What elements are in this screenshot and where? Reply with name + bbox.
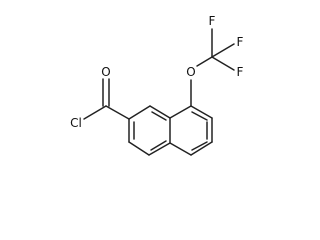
bond-c4-c4a bbox=[149, 105, 171, 119]
atom-label-fluorine-2: F bbox=[237, 35, 244, 49]
bond-c5-c6 bbox=[190, 105, 213, 119]
bond-c7-c8 bbox=[190, 141, 213, 156]
bond-c4-c4a-inner bbox=[151, 111, 167, 121]
bond-o-cf3 bbox=[196, 56, 213, 67]
bond-c8-c8a bbox=[169, 142, 192, 156]
atom-label-oxygen-ether: O bbox=[186, 65, 195, 79]
bond-layer bbox=[83, 28, 235, 156]
bond-c8a-c1 bbox=[148, 142, 171, 156]
bond-c4a-c5 bbox=[169, 105, 192, 119]
bond-cf3-f3 bbox=[211, 56, 235, 71]
bond-c7-c8-inner bbox=[191, 141, 208, 151]
bond-c1-c2 bbox=[128, 141, 150, 156]
bond-c3-c4 bbox=[128, 105, 151, 120]
atom-label-layer: O Cl O F F F bbox=[70, 14, 243, 130]
atom-label-fluorine-1: F bbox=[209, 14, 216, 28]
bond-c5-c6-inner bbox=[191, 111, 208, 121]
atom-label-oxygen-carbonyl: O bbox=[101, 65, 110, 79]
atom-label-chlorine: Cl bbox=[70, 116, 82, 130]
bond-cf3-f2 bbox=[211, 43, 235, 58]
bond-c8a-c1-inner bbox=[150, 140, 167, 151]
atom-label-fluorine-3: F bbox=[237, 65, 244, 79]
chemical-structure-diagram: O Cl O F F F bbox=[70, 14, 244, 156]
structure-canvas: O Cl O F F F bbox=[70, 14, 244, 156]
bond-carbonyl-cl bbox=[83, 105, 107, 120]
bond-ring-carbonyl bbox=[105, 105, 130, 120]
